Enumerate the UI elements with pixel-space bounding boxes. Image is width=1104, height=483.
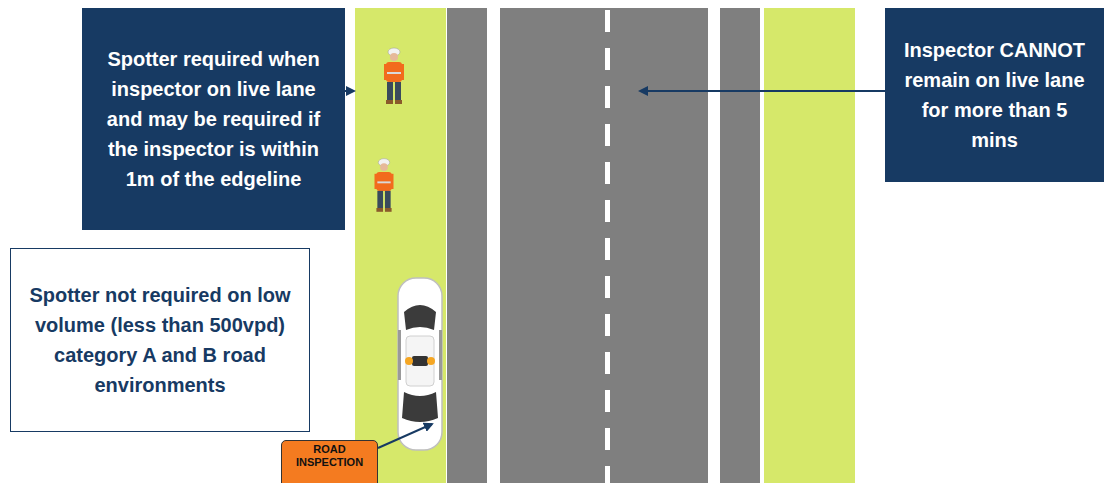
lane-dash (605, 238, 610, 260)
leg (385, 191, 391, 208)
reflective-strip (386, 72, 402, 74)
side-window (398, 330, 401, 380)
worker-figure (375, 159, 394, 212)
car-body (398, 278, 442, 450)
left-verge (355, 8, 446, 483)
lane-dash (605, 428, 610, 450)
lane-dash (605, 86, 610, 108)
boot (386, 100, 393, 104)
hi-vis-vest (386, 62, 402, 82)
rear-window (404, 305, 436, 330)
node-text: ROAD INSPECTION (296, 443, 363, 469)
boot (395, 100, 402, 104)
lane-dash (605, 352, 610, 374)
beacon (427, 357, 435, 365)
leg (387, 82, 393, 100)
callout-box: Inspector CANNOT remain on live lane for… (885, 8, 1104, 182)
node-text: Spotter required when inspector on live … (96, 44, 331, 194)
callout-box: Spotter required when inspector on live … (82, 8, 345, 230)
right-shoulder (720, 8, 760, 483)
arm (375, 174, 378, 189)
worker-figure (384, 48, 404, 104)
head (390, 53, 398, 61)
lane-dash (605, 276, 610, 298)
lane-dash (605, 48, 610, 70)
reflective-strip (376, 181, 391, 183)
left-shoulder (447, 8, 487, 483)
boot (376, 208, 383, 212)
note-box: Spotter not required on low volume (less… (10, 248, 310, 432)
centre-line (605, 10, 610, 483)
hi-vis-vest (376, 172, 391, 191)
node-text: Spotter not required on low volume (less… (21, 280, 299, 400)
arm (401, 64, 404, 80)
car-roof (406, 336, 434, 386)
arm (384, 64, 387, 80)
node-text: Inspector CANNOT remain on live lane for… (897, 35, 1092, 155)
lane-dash (605, 314, 610, 336)
lane-dash (605, 10, 610, 32)
leader-arrow (345, 90, 354, 92)
leg (377, 191, 383, 208)
lane-dash (605, 200, 610, 222)
lane-dash (605, 162, 610, 184)
boot (385, 208, 392, 212)
beacon (405, 357, 413, 365)
road-sign: ROAD INSPECTION (281, 440, 378, 483)
side-window (439, 330, 442, 380)
inspection-car (398, 278, 442, 450)
lane-dash (605, 466, 610, 483)
leader-arrow (378, 424, 432, 448)
leg (395, 82, 401, 100)
windscreen (402, 392, 438, 422)
carriageway (500, 8, 708, 483)
head (380, 163, 388, 171)
lane-dash (605, 390, 610, 412)
leader-arrow (640, 90, 885, 92)
lane-dash (605, 124, 610, 146)
right-verge (764, 8, 855, 483)
arm (391, 174, 394, 189)
roof-light (412, 356, 428, 366)
